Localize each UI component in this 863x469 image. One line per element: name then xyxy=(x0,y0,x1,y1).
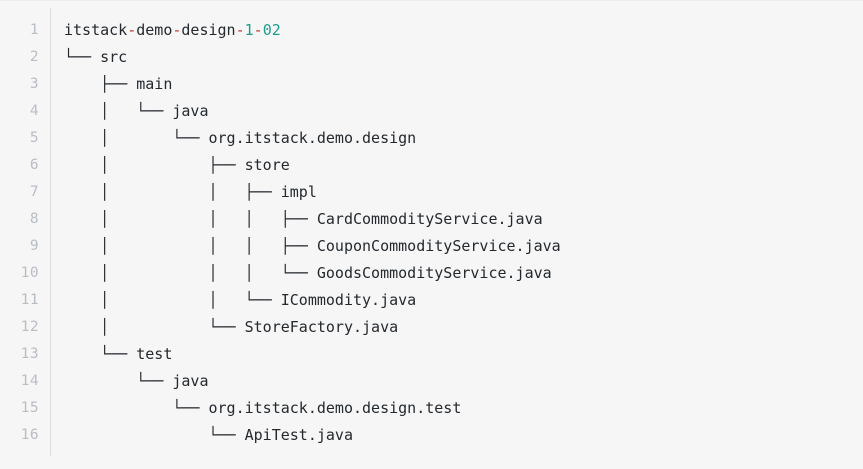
line-number: 4 xyxy=(29,103,39,119)
line-number: 6 xyxy=(29,157,39,173)
line-number: 7 xyxy=(29,184,39,200)
line-number: 3 xyxy=(29,76,39,92)
token-num: 1 xyxy=(244,21,254,39)
tree-line: └── org.itstack.demo.design.test xyxy=(64,399,462,417)
line-number: 1 xyxy=(29,22,39,38)
tree-line: │ │ │ ├── CouponCommodityService.java xyxy=(64,237,561,255)
tree-line: │ └── java xyxy=(64,102,209,120)
tree-line: └── java xyxy=(64,372,209,390)
token-punct: - xyxy=(172,21,182,39)
tree-line: ├── main xyxy=(64,75,173,93)
token-num: 02 xyxy=(262,21,281,39)
tree-line: │ └── org.itstack.demo.design xyxy=(64,129,417,147)
tree-line: │ │ │ ├── CardCommodityService.java xyxy=(64,210,543,228)
token-punct: - xyxy=(253,21,263,39)
line-number: 9 xyxy=(29,238,39,254)
line-number: 16 xyxy=(20,427,39,443)
line-number: 13 xyxy=(20,346,39,362)
line-number: 11 xyxy=(20,292,39,308)
token-text: itstack xyxy=(64,21,128,39)
token-punct: - xyxy=(235,21,245,39)
token-text: demo xyxy=(136,21,173,39)
line-number: 15 xyxy=(20,400,39,416)
tree-line: └── src xyxy=(64,48,128,66)
line-number: 14 xyxy=(20,373,39,389)
tree-line: │ │ ├── impl xyxy=(64,183,317,201)
tree-line: │ │ │ └── GoodsCommodityService.java xyxy=(64,264,552,282)
line-number: 2 xyxy=(29,49,39,65)
line-number: 8 xyxy=(29,211,39,227)
token-punct: - xyxy=(127,21,137,39)
tree-line: │ │ └── ICommodity.java xyxy=(64,291,417,309)
tree-line: │ └── StoreFactory.java xyxy=(64,318,399,336)
code-content[interactable]: itstack-demo-design-1-02└── src ├── main… xyxy=(51,8,863,449)
line-number: 5 xyxy=(29,130,39,146)
line-number: 10 xyxy=(20,265,39,281)
line-number: 12 xyxy=(20,319,39,335)
tree-root-line: itstack-demo-design-1-02 xyxy=(64,17,863,44)
tree-line: └── test xyxy=(64,345,173,363)
token-text: design xyxy=(181,21,236,39)
tree-line: │ ├── store xyxy=(64,156,290,174)
tree-line: └── ApiTest.java xyxy=(64,426,353,444)
